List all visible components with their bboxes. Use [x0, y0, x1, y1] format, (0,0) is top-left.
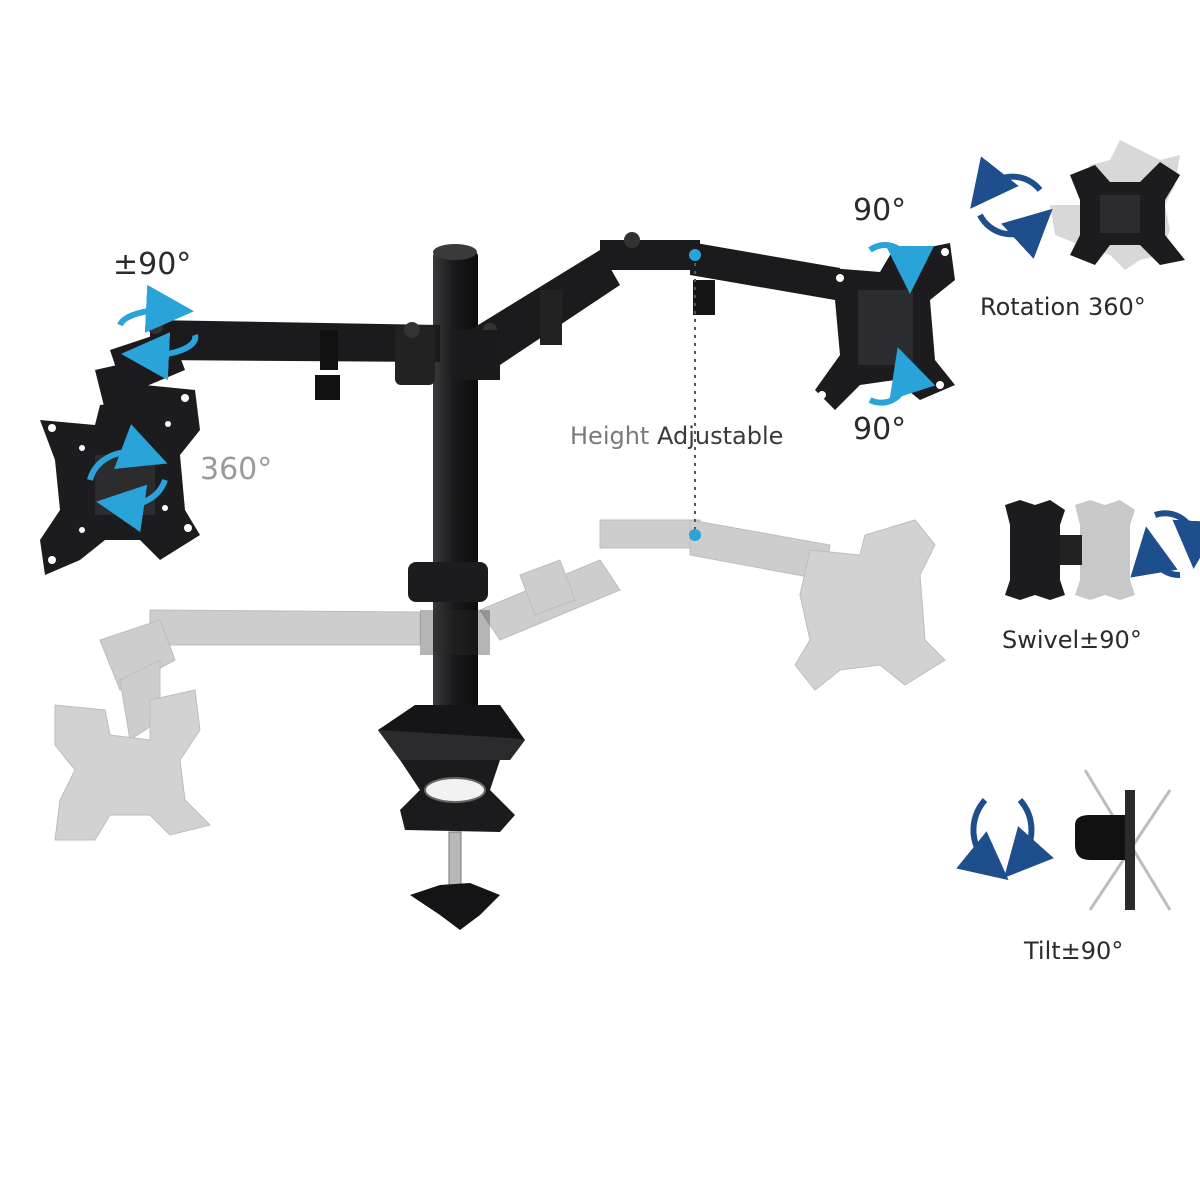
left-spin-label: 360° [200, 452, 273, 487]
adjustable-label-word: Adjustable [656, 422, 784, 450]
tilt-feature-icon [956, 769, 1172, 911]
right-bottom-angle-label: 90° [853, 412, 907, 447]
height-label-word: Height [570, 422, 650, 450]
rotation-feature-icon [970, 140, 1185, 270]
tilt-caption: Tilt±90° [1024, 937, 1124, 965]
left-vesa-plate [40, 385, 200, 575]
swivel-feature-icon [1005, 500, 1200, 600]
right-arm [455, 232, 840, 380]
rotation-caption: Rotation 360° [980, 293, 1146, 321]
left-rotate-label: ±90° [113, 247, 192, 282]
height-guide [689, 249, 701, 541]
mount-pole [408, 244, 490, 732]
right-top-angle-label: 90° [853, 193, 907, 228]
desk-clamp [378, 705, 525, 930]
ghost-mount [54, 519, 946, 841]
right-tilt-arrows [868, 242, 936, 406]
swivel-caption: Swivel±90° [1002, 626, 1142, 654]
left-rotate-arrows [87, 284, 199, 533]
height-adjustable-label: Height Adjustable [570, 422, 783, 450]
